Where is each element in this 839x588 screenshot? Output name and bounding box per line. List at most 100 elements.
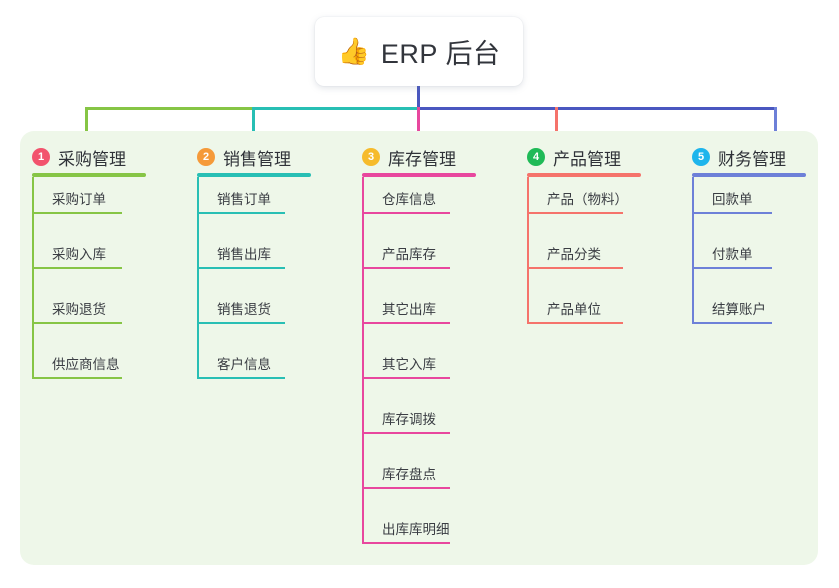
list-item[interactable]: 产品（物料） xyxy=(527,177,677,232)
list-item-label: 其它出库 xyxy=(382,301,436,317)
branch-items-1: 采购订单采购入库采购退货供应商信息 xyxy=(32,177,182,397)
list-item[interactable]: 付款单 xyxy=(692,232,818,287)
branch-underline-4 xyxy=(527,173,641,177)
list-item-underline xyxy=(362,487,450,489)
list-item-label: 产品库存 xyxy=(382,246,436,262)
list-item-underline xyxy=(692,322,772,324)
list-item-label: 回款单 xyxy=(712,191,753,207)
list-item-underline xyxy=(527,212,623,214)
branch-badge-3: 3 xyxy=(362,148,380,166)
list-item-underline xyxy=(527,267,623,269)
branch-column-3: 3 库存管理仓库信息产品库存其它出库其它入库库存调拨库存盘点出库库明细 xyxy=(362,137,512,562)
branch-items-2: 销售订单销售出库销售退货客户信息 xyxy=(197,177,347,397)
list-item-label: 结算账户 xyxy=(712,301,766,317)
branch-title-4: 产品管理 xyxy=(553,149,621,169)
branch-badge-5: 5 xyxy=(692,148,710,166)
list-item-underline xyxy=(362,212,450,214)
list-item[interactable]: 供应商信息 xyxy=(32,342,182,397)
branch-underline-3 xyxy=(362,173,476,177)
branch-drop-1 xyxy=(85,107,88,152)
branch-underline-5 xyxy=(692,173,806,177)
list-item-label: 销售出库 xyxy=(217,246,271,262)
branch-header-4[interactable]: 4 产品管理 xyxy=(527,137,677,177)
root-node[interactable]: 👍 ERP 后台 xyxy=(315,17,523,86)
list-item-underline xyxy=(197,377,285,379)
branch-column-4: 4 产品管理产品（物料） 产品分类产品单位 xyxy=(527,137,677,342)
list-item-underline xyxy=(197,267,285,269)
branch-title-1: 采购管理 xyxy=(58,149,126,169)
list-item[interactable]: 回款单 xyxy=(692,177,818,232)
list-item-underline xyxy=(362,267,450,269)
list-item-label: 出库库明细 xyxy=(382,521,450,537)
list-item-label: 库存调拨 xyxy=(382,411,436,427)
branch-underline-1 xyxy=(32,173,146,177)
list-item-underline xyxy=(362,542,450,544)
list-item-underline xyxy=(32,267,122,269)
list-item-label: 采购退货 xyxy=(52,301,106,317)
branch-drop-2 xyxy=(252,107,255,152)
list-item-label: 销售订单 xyxy=(217,191,271,207)
list-item-label: 销售退货 xyxy=(217,301,271,317)
bus-segment-2 xyxy=(252,107,420,110)
branch-title-5: 财务管理 xyxy=(718,149,786,169)
branches-panel xyxy=(20,131,818,565)
list-item-underline xyxy=(197,212,285,214)
list-item[interactable]: 采购入库 xyxy=(32,232,182,287)
list-item-underline xyxy=(527,322,623,324)
list-item[interactable]: 产品库存 xyxy=(362,232,512,287)
list-item[interactable]: 出库库明细 xyxy=(362,507,512,562)
branch-items-5: 回款单付款单结算账户 xyxy=(692,177,818,342)
list-item-label: 供应商信息 xyxy=(52,356,120,372)
branch-title-2: 销售管理 xyxy=(223,149,291,169)
list-item[interactable]: 产品分类 xyxy=(527,232,677,287)
branch-badge-4: 4 xyxy=(527,148,545,166)
list-item[interactable]: 结算账户 xyxy=(692,287,818,342)
trunk-line xyxy=(417,84,420,110)
list-item[interactable]: 销售出库 xyxy=(197,232,347,287)
list-item-label: 采购订单 xyxy=(52,191,106,207)
list-item-underline xyxy=(362,377,450,379)
list-item[interactable]: 销售订单 xyxy=(197,177,347,232)
list-item[interactable]: 仓库信息 xyxy=(362,177,512,232)
list-item-label: 产品单位 xyxy=(547,301,601,317)
branch-drop-5 xyxy=(774,107,777,152)
list-item-underline xyxy=(32,322,122,324)
branch-title-3: 库存管理 xyxy=(388,149,456,169)
branch-spine-4 xyxy=(527,177,529,324)
list-item-underline xyxy=(692,267,772,269)
branch-header-2[interactable]: 2 销售管理 xyxy=(197,137,347,177)
list-item[interactable]: 销售退货 xyxy=(197,287,347,342)
branch-header-5[interactable]: 5 财务管理 xyxy=(692,137,818,177)
list-item-underline xyxy=(692,212,772,214)
list-item-label: 产品分类 xyxy=(547,246,601,262)
branch-header-3[interactable]: 3 库存管理 xyxy=(362,137,512,177)
list-item[interactable]: 采购订单 xyxy=(32,177,182,232)
branch-badge-2: 2 xyxy=(197,148,215,166)
list-item[interactable]: 库存调拨 xyxy=(362,397,512,452)
list-item-underline xyxy=(362,322,450,324)
list-item[interactable]: 采购退货 xyxy=(32,287,182,342)
branch-column-2: 2 销售管理销售订单销售出库销售退货客户信息 xyxy=(197,137,347,397)
list-item[interactable]: 库存盘点 xyxy=(362,452,512,507)
list-item[interactable]: 客户信息 xyxy=(197,342,347,397)
list-item-underline xyxy=(32,377,122,379)
branch-spine-3 xyxy=(362,177,364,544)
list-item-label: 其它入库 xyxy=(382,356,436,372)
page-title: ERP 后台 xyxy=(380,39,501,69)
branch-spine-2 xyxy=(197,177,199,379)
bus-segment-right xyxy=(417,107,777,110)
list-item[interactable]: 其它出库 xyxy=(362,287,512,342)
branch-items-4: 产品（物料） 产品分类产品单位 xyxy=(527,177,677,342)
list-item-label: 仓库信息 xyxy=(382,191,436,207)
list-item-underline xyxy=(197,322,285,324)
list-item[interactable]: 其它入库 xyxy=(362,342,512,397)
list-item-label: 产品（物料） xyxy=(547,191,628,207)
bus-segment-1 xyxy=(85,107,255,110)
list-item[interactable]: 产品单位 xyxy=(527,287,677,342)
list-item-underline xyxy=(362,432,450,434)
branch-drop-4 xyxy=(555,107,558,152)
list-item-underline xyxy=(32,212,122,214)
